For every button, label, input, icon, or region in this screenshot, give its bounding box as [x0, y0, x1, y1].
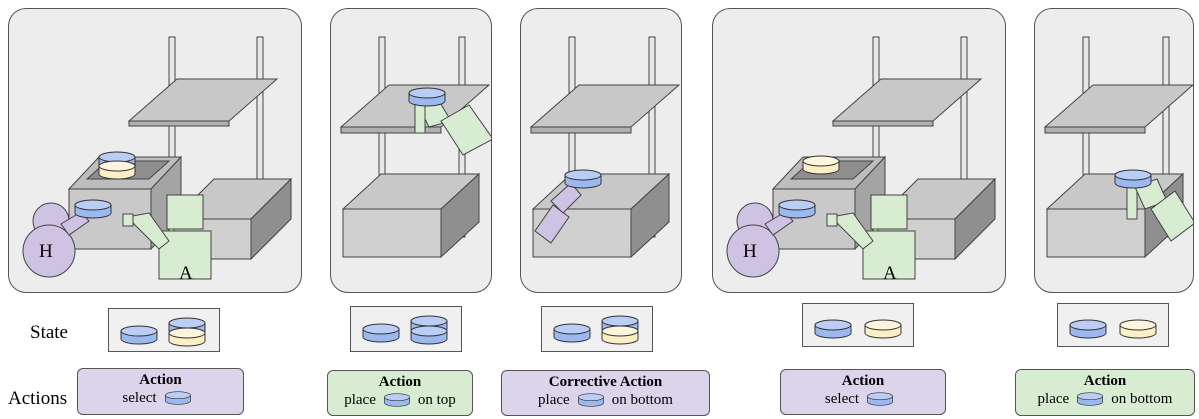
scene-panel-4: H A	[712, 8, 1006, 293]
human-marker: H	[743, 241, 757, 262]
action-box-1: Action select	[77, 368, 244, 415]
state-box-3	[541, 306, 653, 352]
robot-marker: A	[883, 263, 897, 284]
action-title: Action	[841, 373, 885, 389]
scene-panel-5	[1034, 8, 1194, 293]
robot-marker: A	[179, 263, 193, 284]
human-marker: H	[39, 241, 53, 262]
state-box-1	[108, 308, 220, 352]
scene-illustration-2	[339, 36, 491, 259]
action-title: Action	[139, 372, 182, 388]
blue-puck-icon	[1077, 392, 1104, 406]
scene-illustration-4	[726, 36, 997, 280]
action-title: Action	[378, 374, 422, 390]
action-verb: place	[538, 392, 570, 408]
scene-panel-1: H A	[8, 8, 302, 293]
blue-puck-icon	[867, 392, 894, 406]
blue-puck-icon	[577, 393, 604, 407]
scene-illustration-5	[1043, 36, 1193, 259]
state-box-4	[802, 303, 914, 347]
action-box-4: Action select	[780, 369, 946, 415]
action-box-2: Action place on top	[327, 370, 473, 416]
scene-panel-3	[520, 8, 682, 293]
blue-puck-icon	[383, 393, 410, 407]
action-suffix: on top	[417, 392, 456, 408]
action-suffix: on bottom	[611, 392, 673, 408]
action-suffix: on bottom	[1111, 391, 1173, 407]
action-verb: select	[824, 391, 860, 407]
action-title: Corrective Action	[548, 374, 663, 390]
scene-panel-2	[330, 8, 492, 293]
scene-illustration-3	[529, 36, 681, 259]
action-box-5: Action place on bottom	[1015, 369, 1195, 416]
blue-puck-icon	[164, 391, 191, 405]
state-row-label: State	[30, 322, 68, 343]
action-verb: place	[1037, 391, 1070, 407]
human-body	[22, 224, 76, 278]
scene-illustration-1	[22, 36, 293, 280]
action-verb: select	[122, 390, 157, 406]
action-box-3: Corrective Action place on bottom	[501, 370, 710, 416]
action-verb: place	[344, 392, 376, 408]
actions-row-label: Actions	[8, 388, 68, 409]
state-box-5	[1057, 303, 1169, 347]
action-title: Action	[1083, 373, 1127, 389]
state-box-2	[350, 306, 462, 352]
